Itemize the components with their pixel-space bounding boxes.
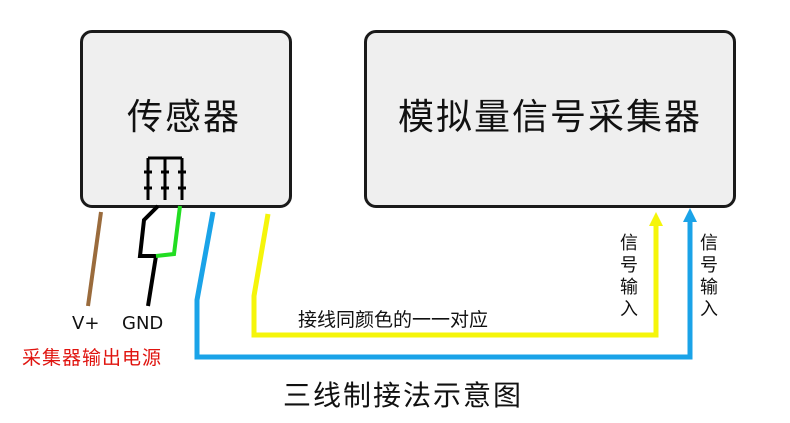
power-source-label: 采集器输出电源 (22, 347, 163, 369)
yellow-arrow-icon (649, 212, 663, 226)
blue-arrow-icon (683, 208, 697, 222)
wire-color-note: 接线同颜色的一一对应 (298, 309, 489, 331)
green-wire (155, 205, 182, 258)
gnd-label: GND (122, 313, 164, 334)
collector-title: 模拟量信号采集器 (398, 97, 703, 138)
collector-box (364, 30, 736, 208)
yellow-wire (251, 213, 659, 338)
v-plus-label: V+ (72, 313, 100, 334)
sensor-box (80, 30, 292, 208)
connector-icon (144, 156, 186, 200)
signal-input-label-1: 信号输入 (620, 233, 638, 320)
blue-wire (194, 211, 693, 360)
black-wire (137, 204, 160, 307)
signal-input-label-2: 信号输入 (700, 233, 718, 320)
sensor-title: 传感器 (127, 97, 242, 138)
diagram-caption: 三线制接法示意图 (283, 379, 524, 412)
brown-wire (86, 211, 103, 307)
